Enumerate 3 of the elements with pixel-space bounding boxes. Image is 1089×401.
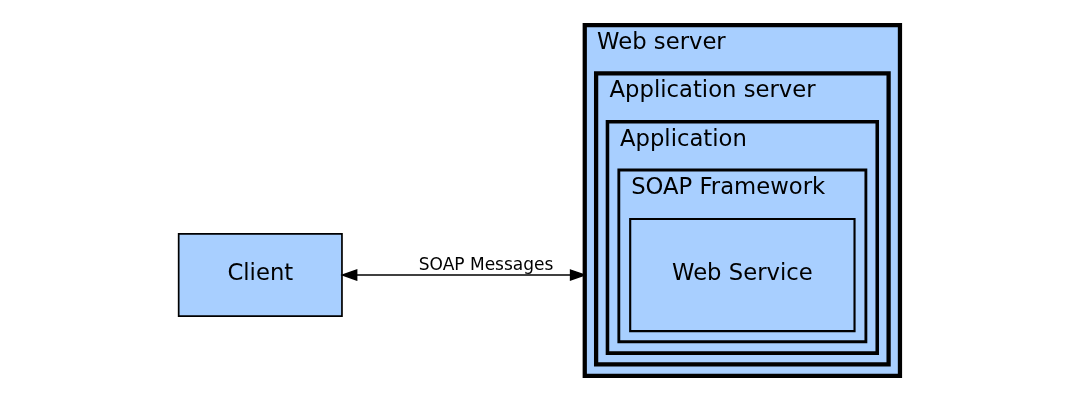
node-box: Client bbox=[177, 233, 343, 318]
edge-label: SOAP Messages bbox=[418, 254, 553, 275]
node-box: Web Service bbox=[628, 217, 856, 333]
